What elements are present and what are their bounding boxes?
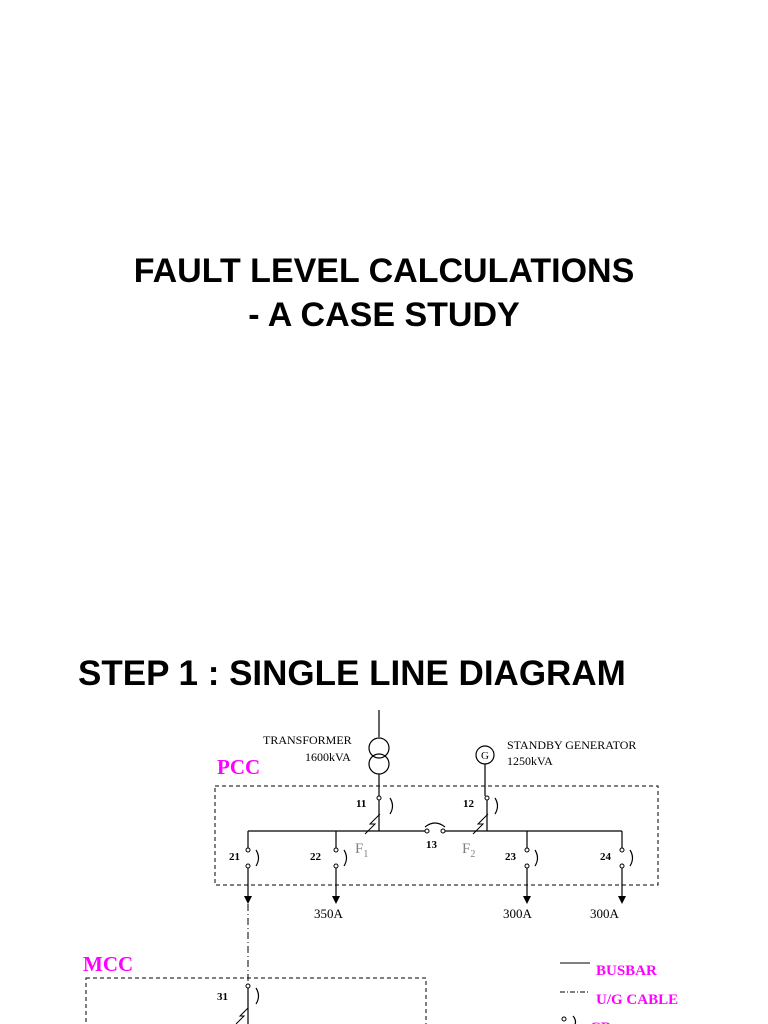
breaker-31-label: 31 xyxy=(217,991,228,1003)
slide-title-line-2: - A CASE STUDY xyxy=(248,296,520,334)
breaker-11-label: 11 xyxy=(356,798,366,810)
breaker-24-label: 24 xyxy=(600,851,612,863)
fault-f2-lightning-icon xyxy=(472,813,489,835)
feeder-23 xyxy=(523,831,539,904)
breaker-13-label: 13 xyxy=(426,839,438,851)
generator-label: STANDBY GENERATOR xyxy=(507,738,636,752)
bus-tie-breaker-13 xyxy=(424,822,446,834)
pcc-panel-boundary xyxy=(214,785,659,886)
fault-f1-lightning-icon xyxy=(364,813,381,835)
feeder-22 xyxy=(332,831,348,904)
fault-f2-label: F2 xyxy=(462,841,475,860)
mcc-fault-lightning-icon xyxy=(235,1007,249,1024)
legend-cable-label: U/G CABLE xyxy=(596,992,678,1008)
fault-f2-subscript: 2 xyxy=(470,849,475,860)
fault-f1-subscript: 1 xyxy=(363,849,368,860)
legend: BUSBAR U/G CABLE CB xyxy=(560,962,678,1024)
breaker-22-label: 22 xyxy=(310,851,322,863)
generator-symbol-letter: G xyxy=(481,750,489,762)
slide-title-line-1: FAULT LEVEL CALCULATIONS xyxy=(133,252,635,290)
feeder-21 xyxy=(244,831,260,904)
fault-f1-label: F1 xyxy=(355,841,368,860)
generator-rating: 1250kVA xyxy=(507,754,553,768)
circuit-breaker-12 xyxy=(484,795,499,831)
breaker-23-label: 23 xyxy=(505,851,517,863)
load-23-current: 300A xyxy=(503,906,533,921)
breaker-21-label: 21 xyxy=(229,851,240,863)
circuit-breaker-31 xyxy=(245,983,260,1024)
transformer-symbol xyxy=(368,710,390,796)
load-22-current: 350A xyxy=(314,906,344,921)
feeder-24 xyxy=(618,831,634,904)
mcc-panel-boundary xyxy=(85,977,427,1024)
legend-busbar-label: BUSBAR xyxy=(596,963,657,979)
generator-symbol xyxy=(475,745,495,796)
circuit-breaker-11 xyxy=(376,795,394,831)
pcc-label: PCC xyxy=(217,755,260,779)
mcc-label: MCC xyxy=(83,952,133,976)
single-line-diagram: TRANSFORMER 1600kVA G STANDBY GENERATOR … xyxy=(83,710,678,1024)
legend-cb-label: CB xyxy=(590,1020,611,1024)
breaker-12-label: 12 xyxy=(463,798,475,810)
transformer-label: TRANSFORMER xyxy=(263,733,352,747)
load-24-current: 300A xyxy=(590,906,620,921)
legend-cb-symbol xyxy=(561,1016,567,1022)
transformer-rating: 1600kVA xyxy=(305,750,351,764)
step-heading: STEP 1 : SINGLE LINE DIAGRAM xyxy=(78,654,626,693)
